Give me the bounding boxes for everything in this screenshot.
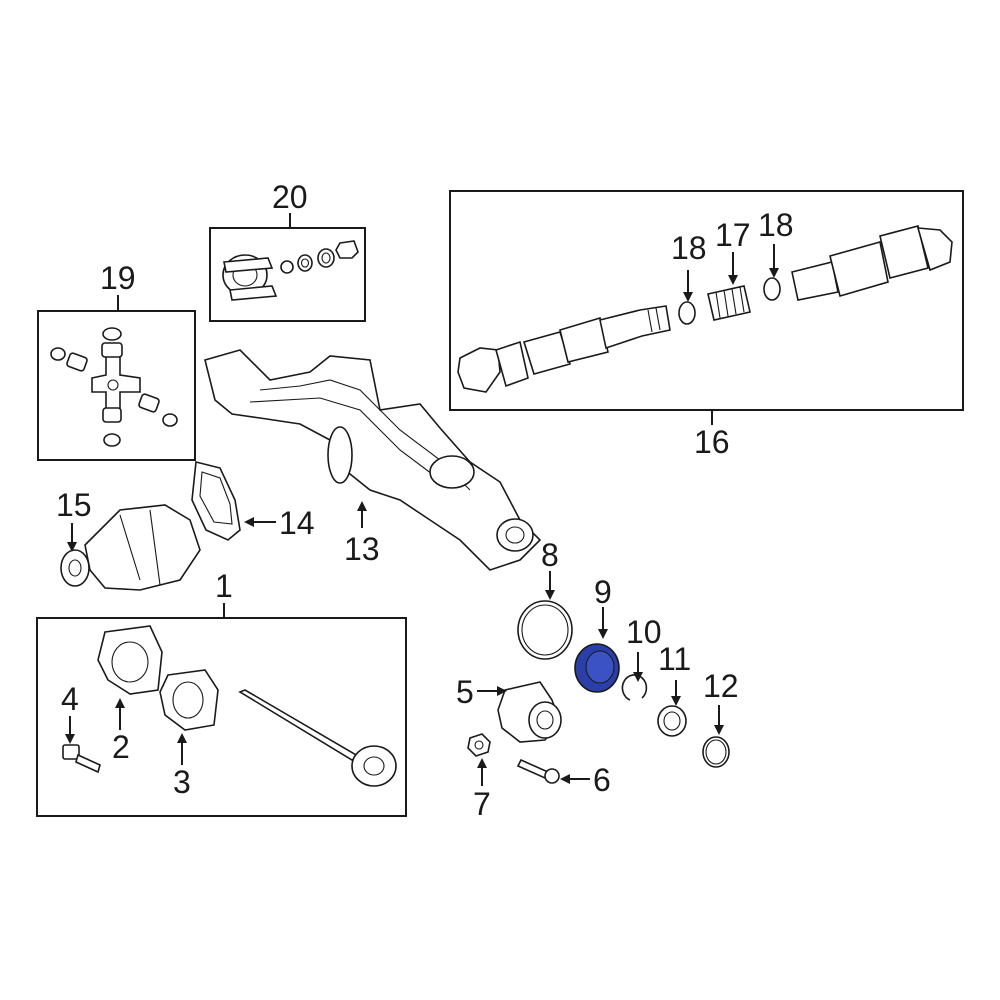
- callout-18-right[interactable]: 18: [758, 207, 794, 243]
- part-axle-shaft[interactable]: [238, 689, 397, 787]
- callout-19[interactable]: 19: [100, 260, 136, 296]
- part-propeller-shaft-front[interactable]: [457, 305, 671, 393]
- box-19: [37, 310, 196, 461]
- callout-11[interactable]: 11: [658, 641, 691, 677]
- callout-18-left[interactable]: 18: [671, 230, 707, 266]
- part-gasket-14[interactable]: [191, 461, 241, 541]
- group-16-propeller-shaft: 16: [449, 190, 964, 460]
- part-propeller-shaft-rear[interactable]: [791, 225, 953, 301]
- part-bolt-4[interactable]: [62, 744, 101, 774]
- box-1: [36, 617, 407, 817]
- callout-13[interactable]: 13: [344, 531, 380, 567]
- callout-15[interactable]: 15: [56, 487, 92, 523]
- part-clamp-18-left[interactable]: [678, 301, 696, 325]
- part-snap-ring-10[interactable]: [621, 674, 648, 701]
- box-16: [449, 190, 964, 411]
- callout-1[interactable]: 1: [215, 568, 233, 604]
- group-19-universal-joint: 19: [37, 260, 196, 461]
- part-center-bearing[interactable]: [222, 254, 278, 301]
- part-bolt-6[interactable]: [516, 758, 560, 784]
- callout-8[interactable]: 8: [541, 537, 559, 573]
- part-clamp-18-right[interactable]: [763, 277, 781, 301]
- part-bearing-retainer-2[interactable]: [97, 625, 163, 695]
- part-o-ring-8[interactable]: [517, 600, 573, 660]
- part-bearing-11[interactable]: [657, 705, 687, 737]
- group-20-center-bearing: 20: [209, 179, 366, 322]
- part-bearing-housing-5[interactable]: [497, 681, 562, 743]
- box-20: [209, 227, 366, 322]
- part-nut-7[interactable]: [467, 733, 491, 757]
- part-boot-17[interactable]: [707, 285, 751, 321]
- callout-9[interactable]: 9: [594, 574, 612, 610]
- callout-3[interactable]: 3: [173, 764, 191, 800]
- part-differential-carrier-15[interactable]: [60, 504, 201, 591]
- part-ring-12[interactable]: [702, 736, 730, 768]
- callout-10[interactable]: 10: [626, 614, 662, 650]
- callout-20[interactable]: 20: [272, 179, 308, 215]
- callout-2[interactable]: 2: [112, 729, 130, 765]
- callout-7[interactable]: 7: [473, 786, 491, 822]
- group-1-axle-shaft: 1 2 3 4: [36, 568, 407, 817]
- part-u-joint-caps[interactable]: [50, 327, 178, 447]
- callout-5[interactable]: 5: [456, 674, 474, 710]
- callout-14[interactable]: 14: [279, 505, 315, 541]
- callout-12[interactable]: 12: [703, 668, 739, 704]
- part-oil-seal-9[interactable]: [574, 643, 620, 693]
- callout-16[interactable]: 16: [694, 424, 730, 460]
- callout-6[interactable]: 6: [593, 762, 611, 798]
- part-gasket-3[interactable]: [159, 669, 219, 731]
- part-washers-20[interactable]: [280, 240, 359, 274]
- part-axle-housing[interactable]: [204, 349, 542, 571]
- callout-4[interactable]: 4: [61, 681, 79, 717]
- callout-17[interactable]: 17: [715, 217, 751, 253]
